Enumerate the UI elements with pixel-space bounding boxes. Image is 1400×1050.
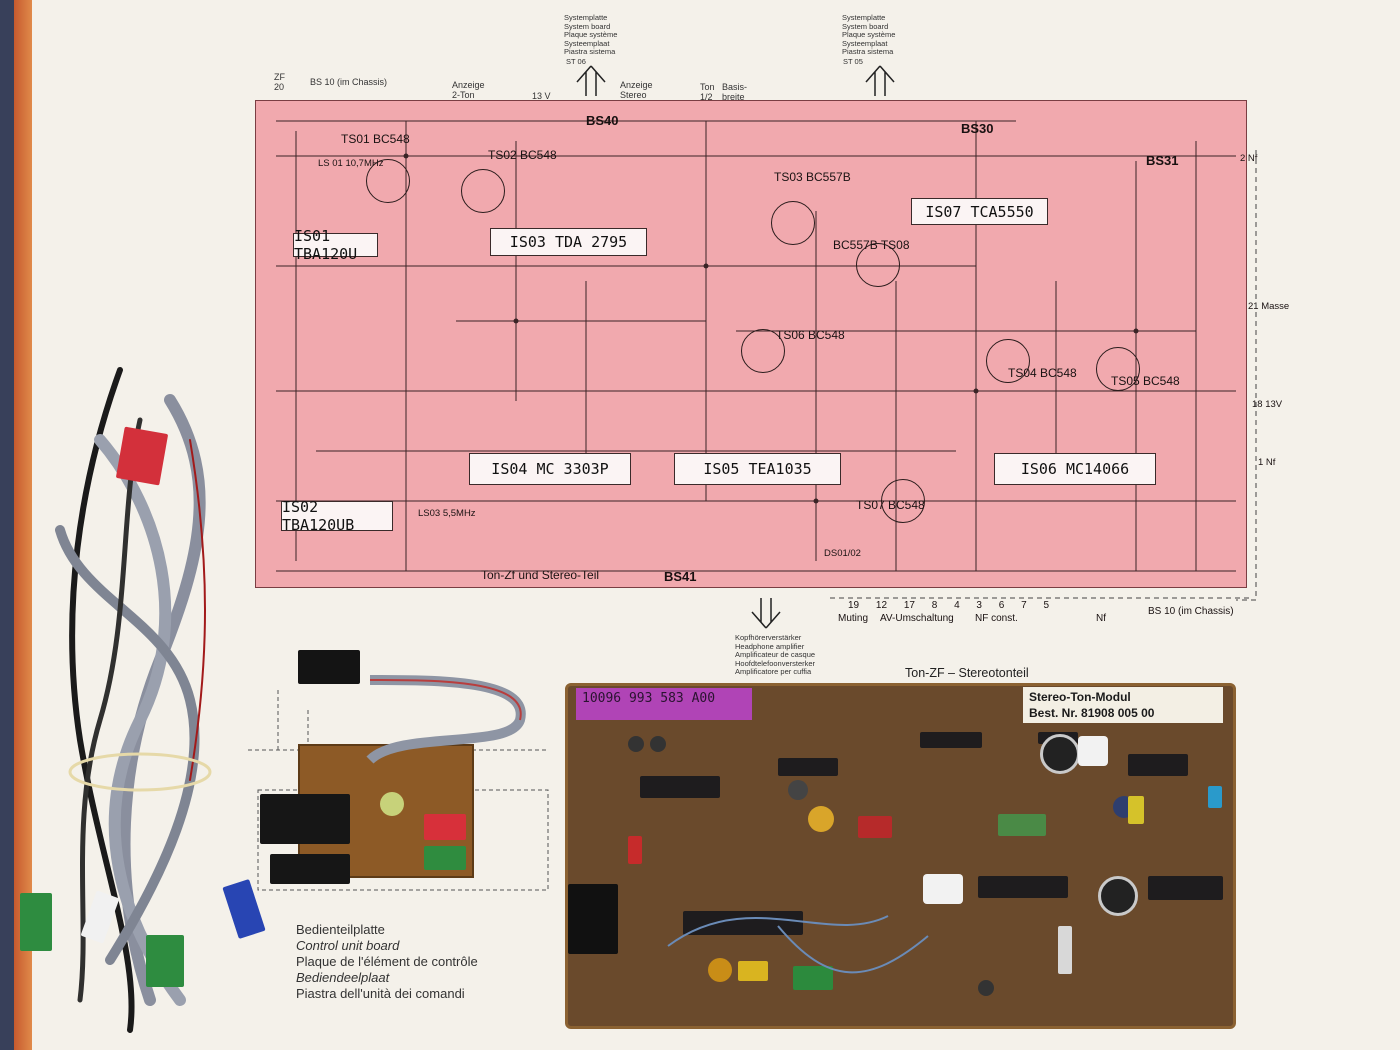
av-label: AV-Umschaltung — [880, 613, 954, 624]
arrow-up-icon-2 — [865, 65, 895, 96]
systemplatte-label-2: Systemplatte System board Plaque système… — [842, 13, 896, 56]
control-caption-5: Piastra dell'unità dei comandi — [296, 986, 465, 1001]
ic-mc3303p: IS04 MC 3303P — [469, 453, 631, 485]
wire-harness — [55, 367, 212, 1033]
bs40-label: BS40 — [586, 113, 619, 128]
13v-right-label: 18 13V — [1252, 399, 1283, 410]
stereoteil-label: Ton-ZF – Stereotonteil — [905, 666, 1029, 680]
ts04-label: TS04 BC548 — [1008, 366, 1077, 380]
nf-mid-label: 1 Nf — [1258, 457, 1276, 468]
transistor-ts06 — [741, 329, 785, 373]
ts05-label: TS05 BC548 — [1111, 374, 1180, 388]
transistor-ts01 — [366, 159, 410, 203]
ic-tea1035: IS05 TEA1035 — [674, 453, 841, 485]
control-caption-1: Bedienteilplatte — [296, 922, 385, 937]
arrow-down-icon — [751, 598, 781, 629]
anzeige-stereo-label: Anzeige Stereo — [620, 80, 653, 100]
paper-edge-orange — [14, 0, 32, 1050]
ic-mc14066: IS06 MC14066 — [994, 453, 1156, 485]
ls01-label: LS 01 10,7MHz — [318, 158, 384, 169]
connector-plug — [298, 650, 360, 684]
red-connector — [115, 426, 169, 486]
pcb-module-label: Stereo-Ton-Modul Best. Nr. 81908 005 00 — [1023, 687, 1223, 723]
nf-bottom-label: Nf — [1096, 613, 1106, 624]
ls03-label: LS03 5,5MHz — [418, 508, 476, 519]
st05-label: ST 05 — [843, 57, 863, 66]
control-caption-4: Bediendeelplaat — [296, 970, 390, 985]
transistor-ts03 — [771, 201, 815, 245]
dashed-border-right — [1236, 150, 1257, 601]
ic-tda2795: IS03 TDA 2795 — [490, 228, 647, 256]
muting-label: Muting — [838, 613, 869, 624]
nf-const-label: NF const. — [975, 613, 1018, 624]
ton12-label: Ton 1/2 — [700, 82, 715, 102]
pcb-wires — [667, 915, 929, 974]
schematic-traces — [276, 120, 1236, 572]
bs31-label: BS31 — [1146, 153, 1179, 168]
ds01-label: DS01/02 — [824, 548, 861, 559]
masse-label: 21 Masse — [1248, 301, 1290, 312]
ts02-label: TS02 BC548 — [488, 148, 557, 162]
ribbon-cable — [366, 675, 526, 764]
13v-label: 13 V — [532, 91, 551, 101]
bs41-label: BS41 — [664, 569, 697, 584]
zf20-label: ZF 20 — [274, 72, 285, 92]
transistor-ts05 — [1096, 347, 1140, 391]
control-caption-3: Plaque de l'élément de contrôle — [296, 954, 478, 969]
green-connector-1 — [20, 893, 52, 951]
transistor-ts07 — [881, 479, 925, 523]
st06-label: ST 06 — [566, 57, 586, 66]
footer-label: Ton-Zf und Stereo-Teil — [481, 568, 600, 582]
kopfhoerer-label: Kopfhörerverstärker Headphone amplifier … — [735, 633, 816, 676]
ts06-label: TS06 BC548 — [776, 328, 845, 342]
anzeige-2ton-label: Anzeige 2-Ton — [452, 80, 485, 100]
bottom-pins: 19 12 17 8 4 3 6 7 5 — [848, 600, 1049, 611]
ts03-label: TS03 BC557B — [774, 170, 851, 184]
bs10-bottom-label: BS 10 (im Chassis) — [1148, 606, 1234, 617]
nf-top-label: 2 Nf — [1240, 153, 1258, 164]
dashed-border-bottom — [830, 597, 1250, 599]
basisbreite-label: Basis- breite — [722, 82, 748, 102]
ts01-label: TS01 BC548 — [341, 132, 410, 146]
arrow-up-icon-1 — [576, 65, 606, 96]
ts08-label: BC557B TS08 — [833, 238, 910, 252]
transistor-ts02 — [461, 169, 505, 213]
ic-tba120u-1: IS01 TBA120U — [293, 227, 378, 263]
systemplatte-label-1: Systemplatte System board Plaque système… — [564, 13, 618, 56]
pcb-part-tag: 10096 993 583 A00 — [576, 688, 752, 720]
control-caption-2: Control unit board — [296, 938, 400, 953]
green-connector-2 — [146, 935, 184, 987]
schematic-diagram: BS40 BS30 BS31 BS41 IS01 TBA120U IS03 TD… — [255, 100, 1247, 588]
control-unit-board — [260, 744, 474, 884]
bs10-top-label: BS 10 (im Chassis) — [310, 77, 388, 87]
bs30-label: BS30 — [961, 121, 994, 136]
stereo-module-pcb: 10096 993 583 A00 Stereo-Ton-Modul Best.… — [565, 683, 1236, 1029]
ic-tba120ub-2: IS02 TBA120UB — [281, 498, 393, 534]
transistor-ts08 — [856, 243, 900, 287]
ic-tca5550: IS07 TCA5550 — [911, 198, 1048, 225]
ts07-label: TS07 BC548 — [856, 498, 925, 512]
transistor-ts04 — [986, 339, 1030, 383]
